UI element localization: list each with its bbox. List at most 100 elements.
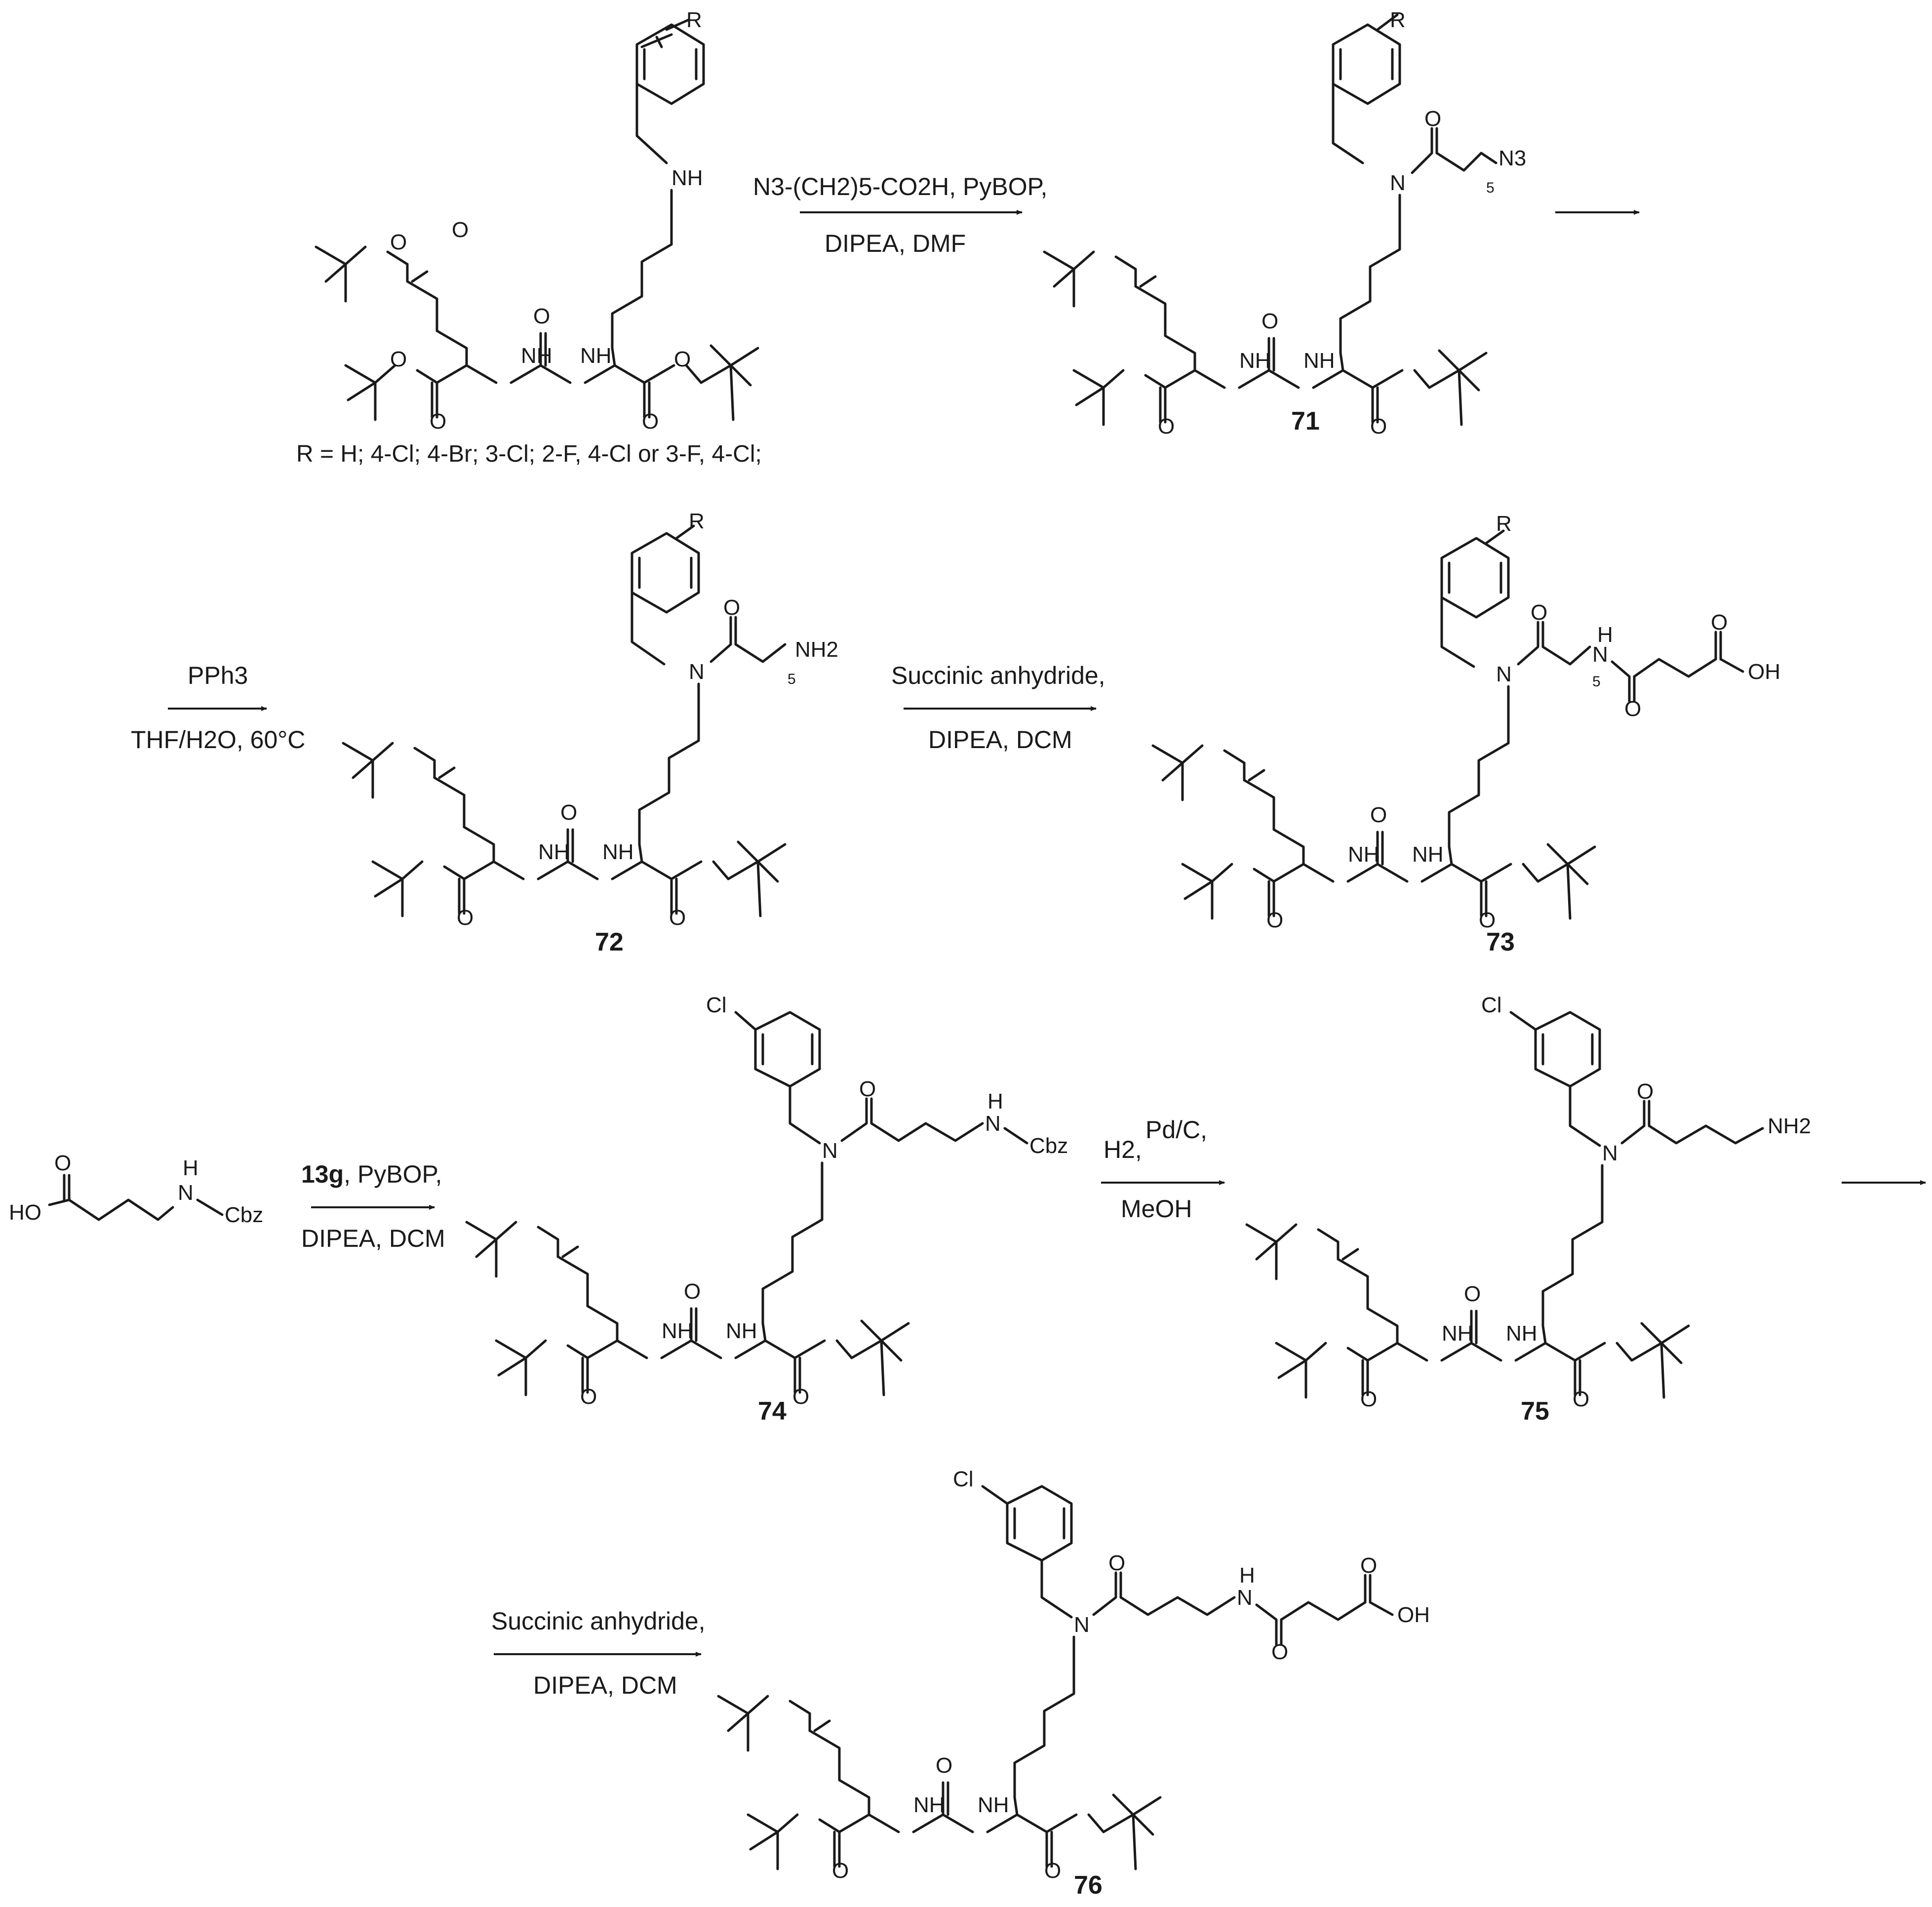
lys-o-75: O [1573,1387,1589,1411]
urea-o-73: O [1370,803,1387,827]
step5-solvent: MeOH [1121,1195,1192,1223]
amide-n2-74: N [985,1112,1001,1136]
azide-71: N3 [1498,146,1526,170]
acid-oh-76: OH [1397,1603,1430,1627]
label-71: 71 [1291,407,1320,436]
glu-o-74: O [580,1385,597,1409]
step2-reagent: PPh3 [188,662,248,689]
r-group-definition: R = H; 4-Cl; 4-Br; 3-Cl; 2-F, 4-Cl or 3-… [296,441,762,467]
step1-solvent: DIPEA, DMF [825,230,966,257]
amide-o-74: O [859,1077,876,1101]
gaba-h: H [183,1156,198,1180]
amide-n-75: N [1602,1141,1618,1165]
urea-nh-76: NH [913,1793,945,1817]
lys-o-74: O [792,1385,809,1409]
succ-o1-73: O [1624,697,1641,721]
label-73: 73 [1486,928,1515,956]
step6-reagent: Succinic anhydride, [491,1607,706,1635]
label-74: 74 [758,1397,787,1426]
r-substituent-72: R [689,509,705,533]
urea-nh-71: NH [1239,349,1271,373]
amide-o-71: O [1424,107,1441,131]
chain-5-71: 5 [1486,180,1495,196]
side-ester-o: O [390,230,407,254]
gaba-ho: HO [9,1200,41,1225]
amide-h-73: H [1597,623,1613,647]
compound-74: Cl N O H N Cbz NH NH O O O [467,993,1068,1409]
step5-catalyst: Pd/C, [1145,1116,1207,1144]
succ-o1-76: O [1271,1640,1288,1664]
lys-nh-73: NH [1412,842,1444,867]
lys-o-71: O [1370,414,1387,438]
gaba-o: O [54,1151,71,1175]
urea-nh-72: NH [538,840,570,864]
cbz-74: Cbz [1029,1134,1068,1158]
r-substituent-73: R [1496,512,1512,536]
starting-amine: R NH NH NH O O O O O O O [316,8,758,434]
lys-nh: NH [580,344,612,368]
step4-solvent: DIPEA, DCM [301,1225,445,1252]
step4-reagent: 13g, PyBOP, [301,1160,442,1188]
amide-o-76: O [1108,1551,1125,1575]
compound-76: Cl N O H N O O OH NH NH O O O [718,1467,1430,1883]
glu-o-75: O [1360,1387,1377,1411]
chain-5-72: 5 [788,671,796,687]
urea-o-76: O [936,1753,952,1778]
cbz-gaba: O HO H N Cbz [9,1151,263,1227]
compound-73: R N O 5 H N O O OH NH NH O O O [1153,512,1780,932]
urea-o-75: O [1464,1282,1481,1306]
step2-solvent: THF/H2O, 60°C [131,726,305,754]
amine-72: NH2 [795,637,838,662]
r-substituent: R [686,8,702,32]
compound-75: Cl N O NH2 NH NH O O O [1247,993,1811,1411]
gaba-cbz: Cbz [225,1203,263,1227]
r-substituent-71: R [1390,8,1406,32]
lys-nh-74: NH [726,1319,757,1343]
amide-n2-76: N [1237,1586,1253,1610]
urea-nh-75: NH [1442,1321,1473,1346]
glu-o-76: O [832,1859,849,1883]
cl-74: Cl [706,993,727,1017]
lys-nh-75: NH [1506,1321,1538,1346]
lys-ester-o: O [674,347,691,371]
label-76: 76 [1074,1871,1103,1900]
amide-n-74: N [822,1139,838,1163]
urea-nh: NH [521,344,552,368]
glu-o: O [430,409,446,434]
step3-solvent: DIPEA, DCM [928,726,1072,754]
lys-o: O [642,409,659,434]
urea-nh-73: NH [1348,842,1380,867]
lys-nh-76: NH [978,1793,1009,1817]
amide-n2-73: N [1592,642,1608,667]
amide-n-72: N [689,660,705,684]
amide-o-73: O [1531,600,1547,625]
step4-reagent-rest: , PyBOP, [344,1160,442,1188]
urea-o-72: O [560,800,577,825]
urea-o: O [533,304,550,328]
urea-nh-74: NH [662,1319,693,1343]
lys-o-76: O [1044,1859,1061,1883]
step5-h2: H2, [1104,1136,1142,1163]
side-o: O [452,218,469,242]
compound-71: R N O 5 N3 NH NH O O O [1044,8,1526,438]
glu-o-73: O [1266,908,1283,932]
acid-o-73: O [1711,610,1728,635]
label-72: 72 [595,928,624,956]
amide-o-72: O [723,596,740,620]
compound-72: R N O 5 NH2 NH NH O O O [343,509,838,930]
glu-o-71: O [1158,414,1175,438]
step1-reagents: N3-(CH2)5-CO2H, PyBOP, [753,173,1047,200]
urea-o-71: O [1262,309,1278,333]
amide-n-76: N [1074,1613,1090,1637]
amide-n-71: N [1390,171,1406,195]
step3-reagent: Succinic anhydride, [891,662,1105,689]
chain-5-73: 5 [1592,674,1601,690]
amide-n-73: N [1496,662,1512,686]
lys-o-72: O [669,906,686,930]
acid-oh-73: OH [1748,660,1780,684]
amine-75: NH2 [1768,1114,1811,1138]
step6-solvent: DIPEA, DCM [533,1671,677,1699]
urea-o-74: O [684,1279,701,1304]
amide-h-76: H [1239,1563,1255,1588]
